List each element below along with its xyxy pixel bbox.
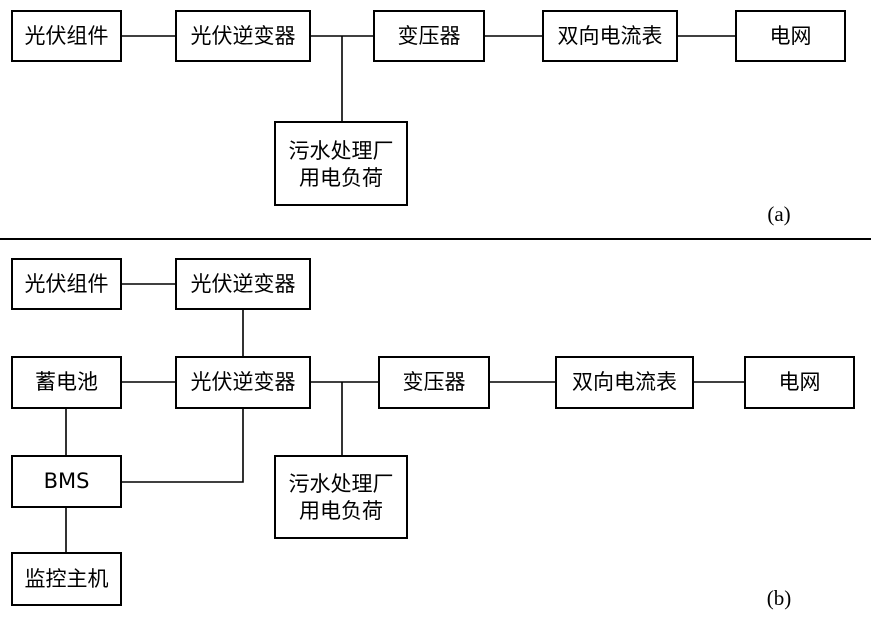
grid-box-b [744, 356, 855, 409]
inverter-box [175, 10, 311, 62]
load-box [274, 121, 408, 206]
battery-box [11, 356, 122, 409]
panel-b: 光伏组件 光伏逆变器 蓄电池 光伏逆变器 BMS 监控主机 变压器 双向电流表 … [11, 258, 855, 610]
storage-inverter-box [175, 356, 311, 409]
meter-label-b: 双向电流表 [572, 370, 677, 394]
transformer-label: 变压器 [398, 24, 461, 48]
storage-inverter-label: 光伏逆变器 [191, 370, 296, 394]
pv-module-box-b [11, 258, 122, 310]
bms-label: BMS [44, 469, 90, 493]
pv-module-box [11, 10, 122, 62]
transformer-label-b: 变压器 [403, 370, 466, 394]
transformer-box-b [378, 356, 490, 409]
meter-label: 双向电流表 [558, 24, 663, 48]
meter-box-b [555, 356, 694, 409]
grid-label-b: 电网 [779, 370, 821, 394]
wire-bms-to-storage-inverter-b [121, 408, 244, 483]
battery-label: 蓄电池 [35, 370, 98, 394]
load-label-b-line1: 污水处理厂 [289, 472, 394, 496]
caption-b: (b) [767, 586, 792, 610]
pv-module-label-b: 光伏组件 [25, 272, 109, 296]
inverter-label: 光伏逆变器 [191, 24, 296, 48]
monitor-host-label: 监控主机 [25, 567, 109, 591]
load-label-b-line2: 用电负荷 [299, 499, 383, 523]
load-label-line1: 污水处理厂 [289, 139, 394, 163]
pv-inverter-label-b: 光伏逆变器 [191, 272, 296, 296]
panel-a: 光伏组件 光伏逆变器 变压器 双向电流表 电网 污水处理厂 用电负荷 (a) [11, 10, 846, 226]
pv-module-label: 光伏组件 [25, 24, 109, 48]
load-box-b [274, 455, 408, 539]
monitor-host-box [11, 552, 122, 606]
meter-box [542, 10, 678, 62]
grid-box [735, 10, 846, 62]
caption-a: (a) [767, 202, 790, 226]
load-label-line2: 用电负荷 [299, 166, 383, 190]
grid-label: 电网 [770, 24, 812, 48]
pv-inverter-box-b [175, 258, 311, 310]
transformer-box [373, 10, 485, 62]
bms-box [11, 455, 122, 508]
